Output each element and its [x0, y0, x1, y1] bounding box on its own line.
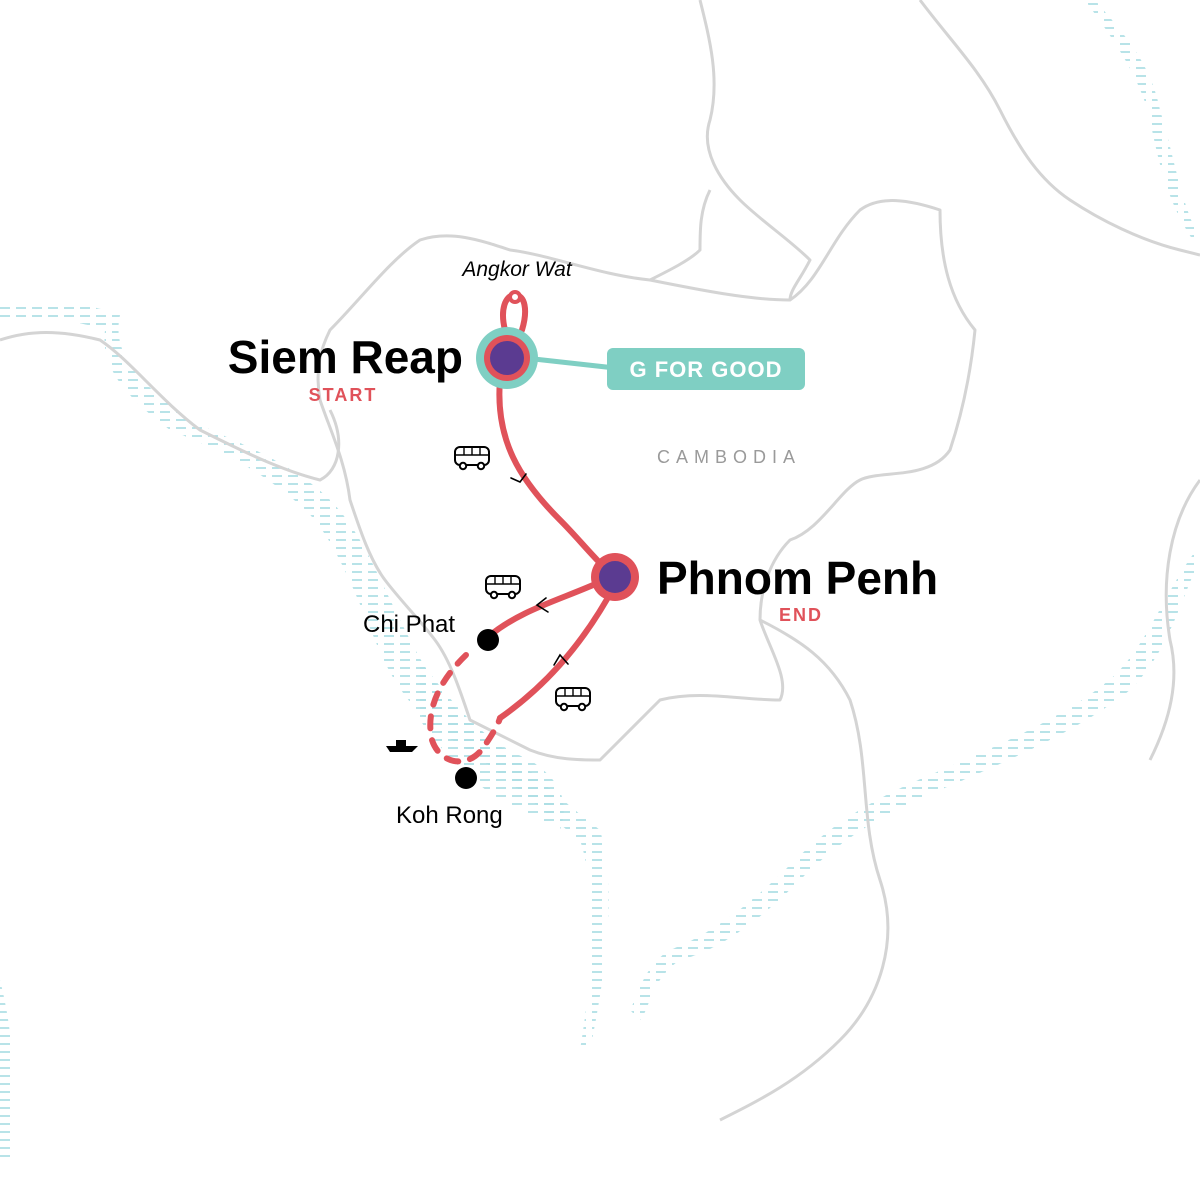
bus-icon	[485, 575, 521, 600]
chi-phat-label: Chi Phat	[363, 611, 455, 638]
thai-border	[0, 331, 341, 482]
chevron-up-icon	[553, 653, 569, 666]
g-for-good-label: G FOR GOOD	[630, 357, 783, 382]
water-areas	[0, 0, 1200, 1160]
laos-border	[649, 0, 812, 301]
angkor-wat-label: Angkor Wat	[460, 258, 572, 281]
koh-rong-label: Koh Rong	[396, 802, 503, 829]
route-leg-chi-phat-koh-rong-boat	[427, 652, 503, 765]
siem-reap-label: Siem Reap	[228, 331, 463, 383]
water-west-gulf	[0, 302, 609, 1050]
chevron-left-icon	[535, 597, 549, 613]
g-for-good-badge	[607, 348, 805, 390]
bus-icon	[454, 446, 490, 471]
water-east-coast	[1085, 0, 1200, 250]
water-southeast	[630, 545, 1200, 1020]
g-for-good-connector	[524, 355, 616, 371]
direction-arrows	[510, 473, 569, 666]
east-border	[1148, 479, 1200, 761]
bus-icon	[555, 687, 591, 712]
route	[427, 291, 618, 765]
route-leg-phnom-penh-chi-phat	[485, 579, 603, 640]
country-label: CAMBODIA	[657, 447, 801, 467]
phnom-penh-end-tag: END	[779, 605, 823, 625]
vietnam-border	[719, 618, 890, 1122]
koh-rong-marker	[455, 767, 477, 789]
phnom-penh-marker	[591, 553, 639, 601]
siem-reap-marker	[476, 327, 538, 389]
water-southwest	[0, 980, 14, 1160]
boat-icon	[386, 740, 418, 752]
cambodia-border	[316, 199, 977, 762]
route-leg-koh-rong-phnom-penh	[497, 582, 618, 721]
north-border	[918, 0, 1200, 257]
borders	[0, 0, 1200, 1122]
route-leg-siem-reap-phnom-penh	[496, 377, 618, 580]
siem-reap-start-tag: START	[309, 385, 378, 405]
chi-phat-marker	[477, 629, 499, 651]
phnom-penh-label: Phnom Penh	[657, 552, 938, 604]
angkor-wat-marker	[508, 290, 522, 304]
chevron-right-icon	[510, 473, 527, 483]
water-gulf-south	[420, 660, 564, 830]
